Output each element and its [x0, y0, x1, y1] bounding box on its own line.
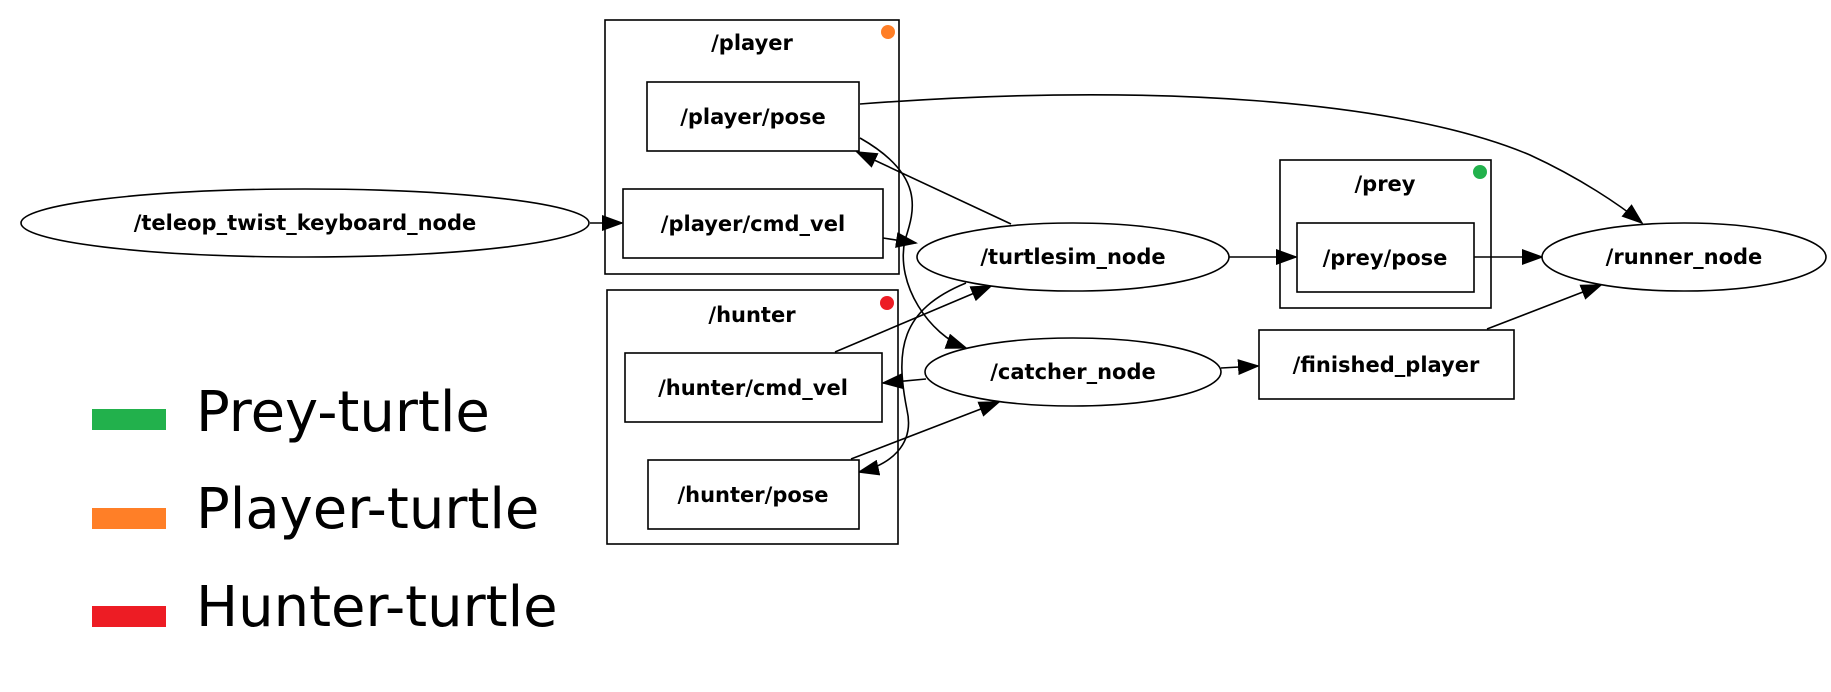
- cluster-player-label: /player: [711, 31, 793, 55]
- topic-finished-player-label: /finished_player: [1293, 353, 1480, 377]
- edge-finished-player-to-runner: [1486, 284, 1603, 330]
- topic-hunter-pose-label: /hunter/pose: [677, 483, 828, 507]
- edge-catcher-to-finished-player: [1220, 359, 1260, 376]
- cluster-player: /player: [604, 19, 900, 275]
- topic-player-pose-label: /player/pose: [680, 105, 826, 129]
- node-turtlesim[interactable]: /turtlesim_node: [916, 222, 1230, 292]
- topic-prey-pose-label: /prey/pose: [1323, 246, 1448, 270]
- topic-hunter-cmd-vel-label: /hunter/cmd_vel: [658, 376, 848, 400]
- cluster-prey: /prey: [1279, 159, 1492, 309]
- topic-hunter-cmd-vel[interactable]: /hunter/cmd_vel: [624, 352, 883, 423]
- edge-catcher-to-hunter-cmd-vel: [881, 373, 927, 390]
- node-teleop-label: /teleop_twist_keyboard_node: [134, 211, 477, 235]
- node-runner-label: /runner_node: [1606, 245, 1763, 269]
- cluster-hunter-label: /hunter: [708, 303, 796, 327]
- edges: [590, 94, 1644, 476]
- legend-label-player: Player-turtle: [196, 477, 539, 542]
- topic-player-cmd-vel-label: /player/cmd_vel: [661, 212, 845, 236]
- edge-turtlesim-to-hunter-pose: [857, 282, 967, 476]
- node-turtlesim-label: /turtlesim_node: [980, 245, 1165, 269]
- legend-label-prey: Prey-turtle: [196, 380, 490, 445]
- legend-item-hunter: Hunter-turtle: [92, 575, 558, 640]
- cluster-hunter: /hunter: [606, 289, 899, 545]
- cluster-prey-label: /prey: [1355, 172, 1416, 196]
- topic-hunter-pose[interactable]: /hunter/pose: [647, 459, 860, 530]
- edge-player-cmd-vel-to-turtlesim: [882, 232, 918, 248]
- legend-swatch-prey: [92, 409, 166, 430]
- legend-swatch-hunter: [92, 606, 166, 627]
- legend-label-hunter: Hunter-turtle: [196, 575, 558, 640]
- edge-player-pose-to-runner: [859, 94, 1644, 225]
- edge-turtlesim-to-player-pose: [855, 151, 1012, 225]
- topic-prey-pose[interactable]: /prey/pose: [1296, 222, 1475, 293]
- edge-hunter-cmd-vel-to-turtlesim: [834, 285, 993, 353]
- player-status-dot: [881, 25, 895, 39]
- topic-player-pose[interactable]: /player/pose: [646, 81, 860, 152]
- node-catcher-label: /catcher_node: [990, 360, 1155, 384]
- edge-hunter-pose-to-catcher: [850, 401, 1001, 460]
- legend: Prey-turtle Player-turtle Hunter-turtle: [92, 380, 558, 640]
- topic-finished-player[interactable]: /finished_player: [1258, 329, 1515, 400]
- node-catcher[interactable]: /catcher_node: [924, 337, 1222, 407]
- legend-item-prey: Prey-turtle: [92, 380, 490, 445]
- prey-status-dot: [1473, 165, 1487, 179]
- node-runner[interactable]: /runner_node: [1541, 222, 1827, 292]
- topic-player-cmd-vel[interactable]: /player/cmd_vel: [622, 188, 884, 259]
- edge-player-pose-to-catcher: [859, 137, 968, 349]
- legend-item-player: Player-turtle: [92, 477, 539, 542]
- hunter-status-dot: [880, 296, 894, 310]
- legend-swatch-player: [92, 508, 166, 529]
- node-teleop-twist-keyboard[interactable]: /teleop_twist_keyboard_node: [20, 188, 590, 258]
